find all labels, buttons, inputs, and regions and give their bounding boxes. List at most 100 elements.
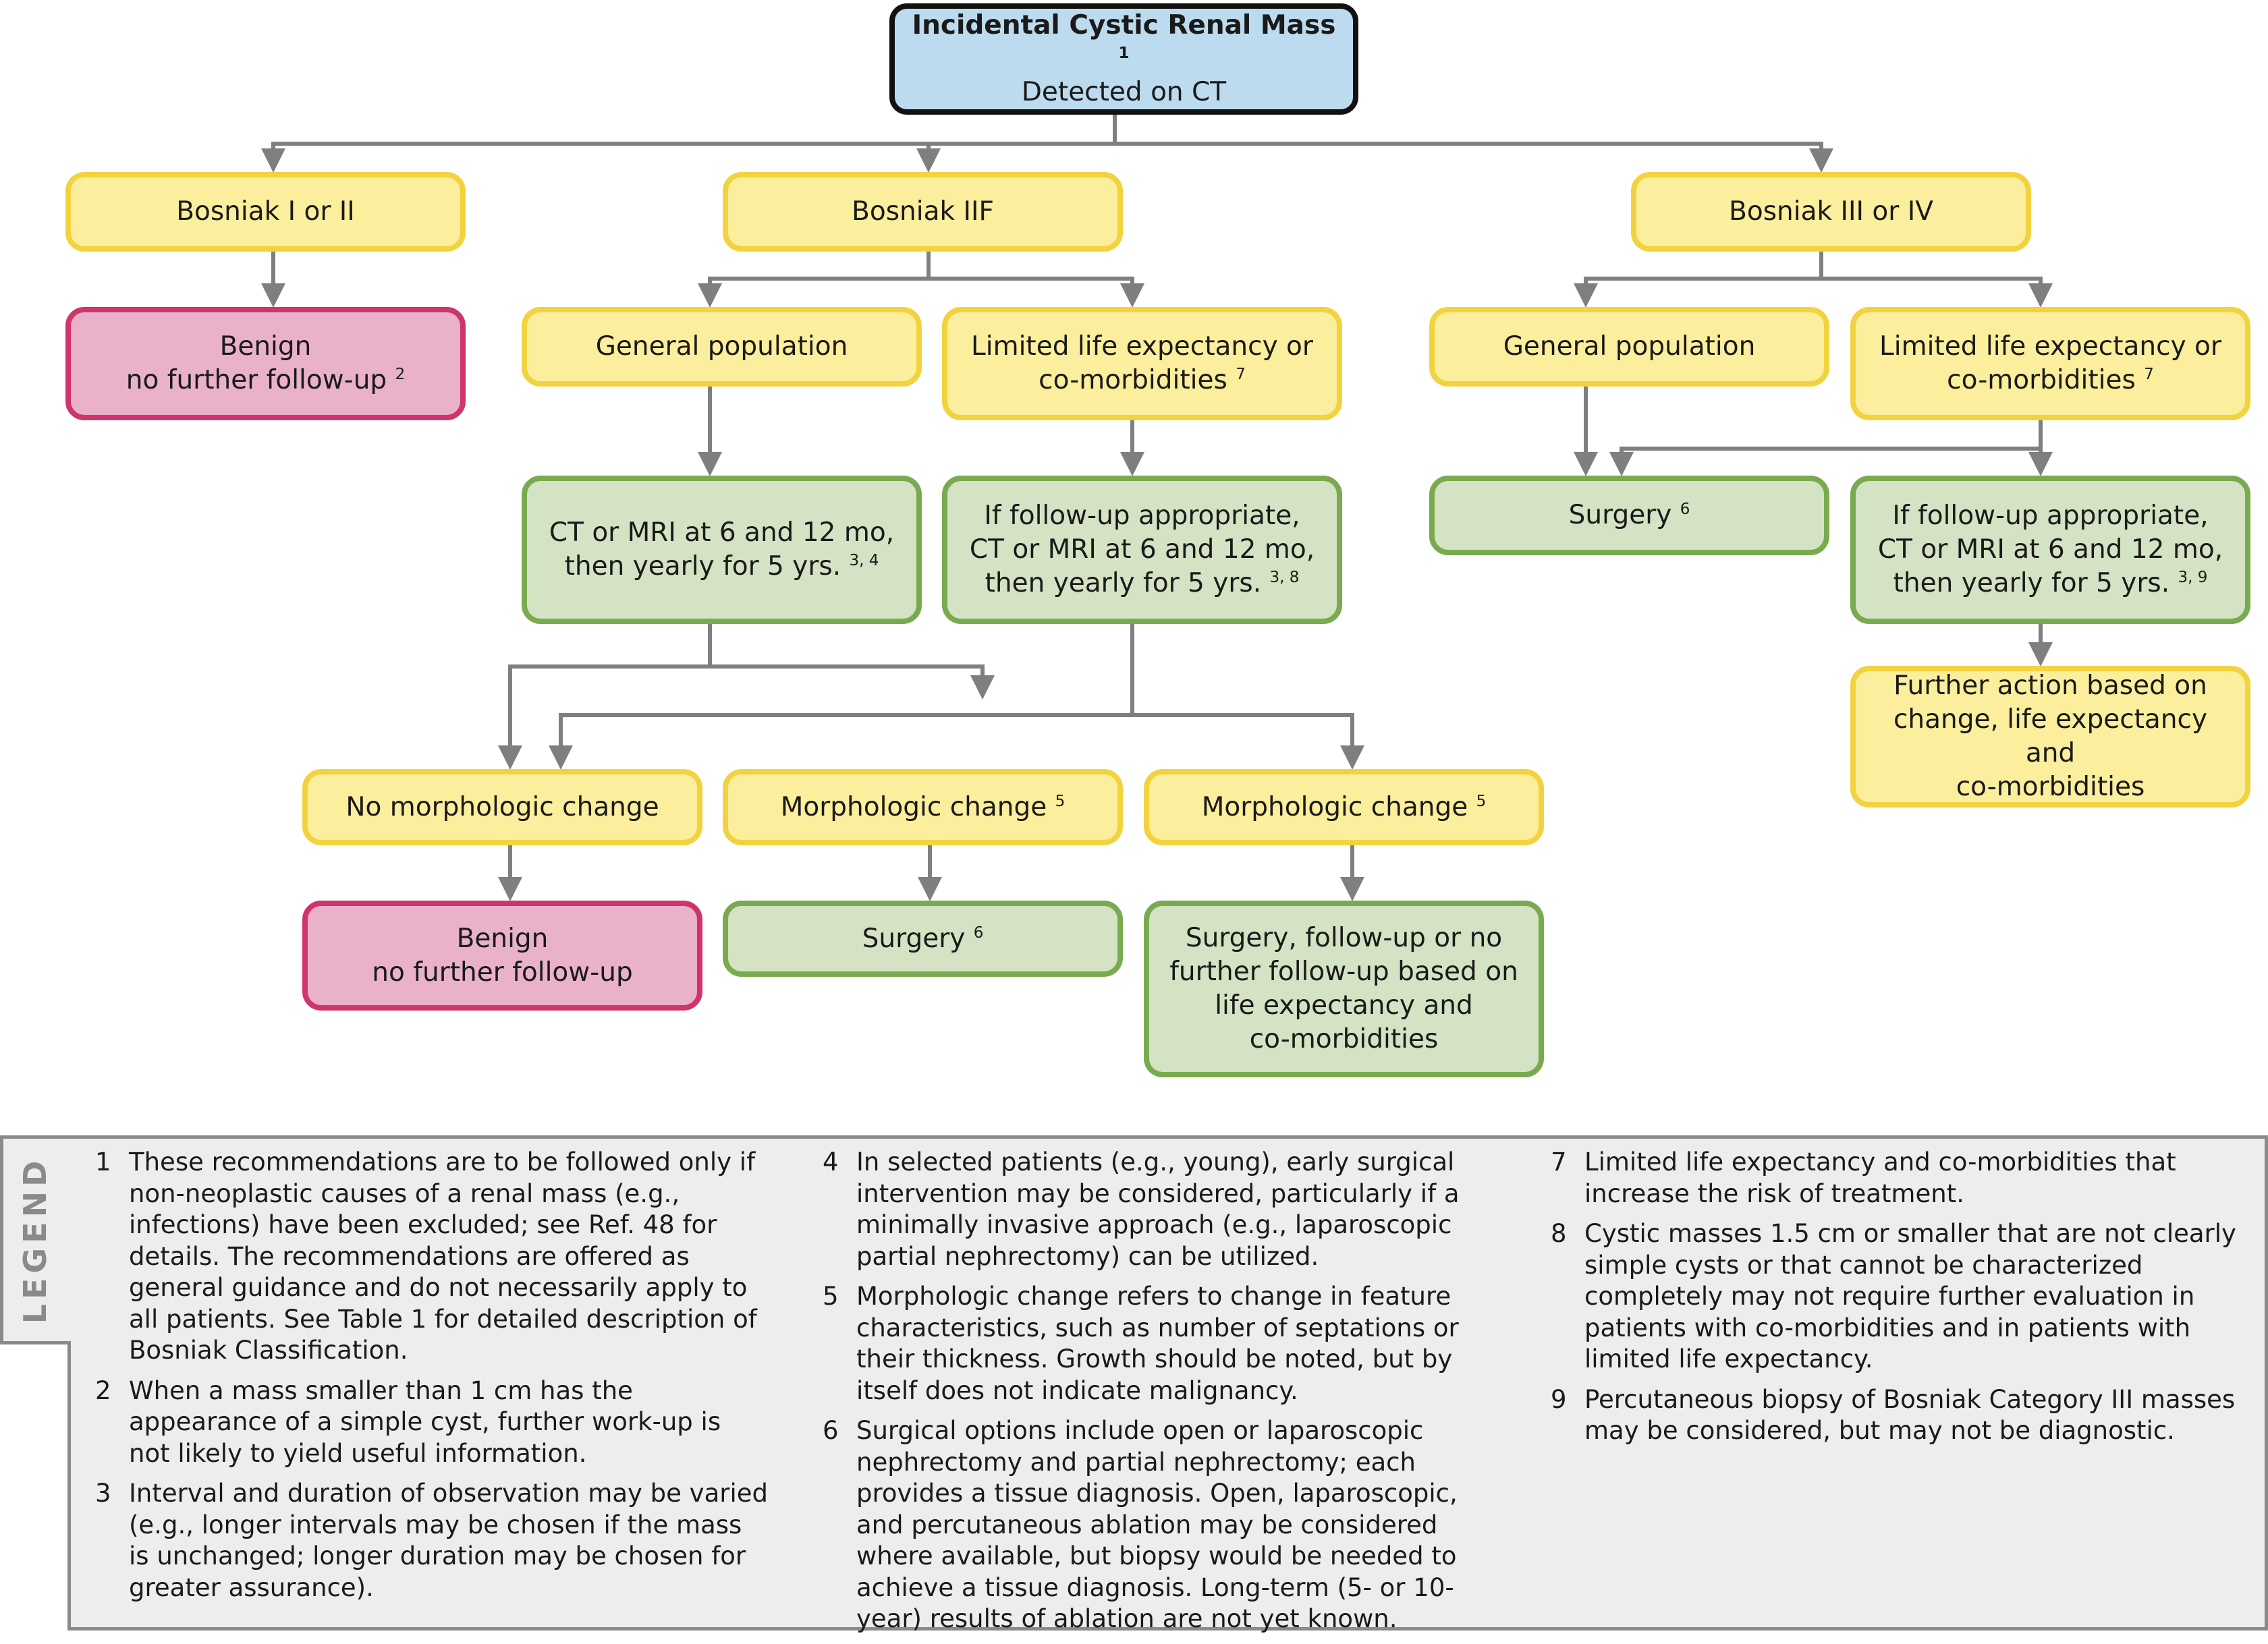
morph-change-node-1: Morphologic change 5: [723, 769, 1123, 845]
bosniak-3-4-label: Bosniak III or IV: [1729, 196, 1933, 227]
surgery-followup-line3: life expectancy and: [1215, 990, 1473, 1021]
root-title: Incidental Cystic Renal Mass: [912, 9, 1336, 40]
benign-2-line1: Benign: [456, 923, 549, 954]
benign-node-2: Benign no further follow-up: [302, 901, 702, 1011]
note-number: 4: [823, 1147, 839, 1177]
b2f-limited-line2: co-morbidities: [1039, 365, 1227, 395]
morph-change-node-2: Morphologic change 5: [1144, 769, 1544, 845]
surgery-2-footnote: 6: [1680, 501, 1690, 519]
b2f-ct-general-line1: CT or MRI at 6 and 12 mo,: [549, 517, 895, 548]
further-action-node: Further action based on change, life exp…: [1850, 666, 2250, 807]
b2f-ct-limited-footnote: 3, 8: [1269, 568, 1300, 586]
arrow-root-to-bosniak-3-4: [1115, 142, 1833, 173]
legend-note-8: 8 Cystic masses 1.5 cm or smaller that ar…: [1548, 1218, 2250, 1376]
b2f-general-node: General population: [522, 307, 922, 387]
b2f-general-label: General population: [595, 331, 848, 362]
note-number: 9: [1551, 1384, 1567, 1414]
legend-note-4: 4 In selected patients (e.g., young), ear…: [820, 1147, 1497, 1272]
b34-general-label: General population: [1503, 331, 1756, 362]
arrow-ct-general-to-morph-change: [710, 664, 995, 700]
b34-limited-line2: co-morbidities: [1947, 365, 2136, 395]
benign-node-1: Benign no further follow-up 2: [65, 307, 466, 420]
benign-1-line1: Benign: [219, 331, 312, 362]
surgery-node-1: Surgery 6: [723, 901, 1123, 977]
benign-1-line2: no further follow-up: [126, 365, 387, 395]
note-number: 7: [1551, 1147, 1567, 1177]
note-number: 6: [823, 1416, 839, 1445]
b34-ct-limited-node: If follow-up appropriate, CT or MRI at 6…: [1850, 476, 2250, 624]
b34-general-node: General population: [1429, 307, 1829, 387]
bosniak-2f-node: Bosniak IIF: [723, 172, 1123, 252]
bosniak-1-2-label: Bosniak I or II: [176, 196, 355, 227]
b2f-ct-limited-line1: If follow-up appropriate,: [984, 501, 1300, 532]
surgery-followup-line1: Surgery, follow-up or no: [1185, 923, 1503, 954]
b34-limited-node: Limited life expectancy or co-morbiditie…: [1850, 307, 2250, 420]
arrow-ct-general-to-no-change: [498, 621, 712, 770]
note-text: Interval and duration of observation may…: [129, 1479, 768, 1602]
morph-change-2-footnote: 5: [1476, 792, 1487, 810]
b2f-ct-general-footnote: 3, 4: [849, 552, 879, 569]
arrow-bosniak-3-4-to-limited: [1821, 277, 2053, 308]
arrow-bosniak-3-4-to-general: [1574, 248, 1823, 308]
surgery-1-label: Surgery: [862, 923, 966, 954]
surgery-node-2: Surgery 6: [1429, 476, 1829, 555]
note-number: 5: [823, 1282, 839, 1311]
note-text: In selected patients (e.g., young), earl…: [856, 1147, 1460, 1271]
bosniak-2f-label: Bosniak IIF: [852, 196, 994, 227]
note-text: Surgical options include open or laparos…: [856, 1416, 1458, 1633]
further-action-line3: co-morbidities: [1956, 771, 2145, 802]
b34-ct-limited-footnote: 3, 9: [2178, 568, 2208, 586]
root-node: Incidental Cystic Renal Mass 1 Detected …: [889, 3, 1358, 115]
b34-ct-limited-line3: then yearly for 5 yrs.: [1893, 567, 2170, 598]
legend-column-3: 7 Limited life expectancy and co-morbidit…: [1548, 1147, 2250, 1456]
no-morph-change-label: No morphologic change: [345, 791, 659, 822]
note-number: 1: [95, 1147, 111, 1177]
root-title-footnote: 1: [1118, 44, 1130, 62]
note-text: Morphologic change refers to change in f…: [856, 1282, 1459, 1405]
legend-column-2: 4 In selected patients (e.g., young), ear…: [820, 1147, 1497, 1644]
b2f-ct-limited-line3: then yearly for 5 yrs.: [985, 567, 1262, 598]
b34-limited-footnote: 7: [2144, 366, 2154, 383]
b34-ct-limited-line2: CT or MRI at 6 and 12 mo,: [1877, 534, 2223, 565]
b34-ct-limited-line1: If follow-up appropriate,: [1892, 501, 2209, 532]
note-number: 8: [1551, 1219, 1567, 1248]
bosniak-3-4-node: Bosniak III or IV: [1631, 172, 2031, 252]
legend-note-5: 5 Morphologic change refers to change in …: [820, 1281, 1497, 1407]
b2f-ct-general-line2: then yearly for 5 yrs.: [564, 551, 841, 582]
note-text: Cystic masses 1.5 cm or smaller that are…: [1584, 1219, 2236, 1373]
surgery-followup-line4: co-morbidities: [1249, 1023, 1439, 1054]
benign-1-footnote: 2: [395, 366, 406, 383]
legend-label: LEGEND: [17, 1156, 53, 1324]
note-text: When a mass smaller than 1 cm has the ap…: [129, 1376, 721, 1468]
b2f-limited-footnote: 7: [1236, 366, 1246, 383]
surgery-1-footnote: 6: [973, 924, 984, 942]
b2f-ct-limited-node: If follow-up appropriate, CT or MRI at 6…: [942, 476, 1342, 624]
legend-panel: [67, 1135, 2268, 1631]
legend-tab: [0, 1135, 71, 1344]
further-action-line2: change, life expectancy and: [1893, 704, 2208, 768]
b2f-limited-line1: Limited life expectancy or: [971, 331, 1313, 362]
arrow-ct-limited-to-no-change: [549, 621, 1134, 770]
root-subtitle: Detected on CT: [1021, 77, 1227, 108]
no-morph-change-node: No morphologic change: [302, 769, 702, 845]
note-text: These recommendations are to be followed…: [129, 1147, 757, 1365]
surgery-2-label: Surgery: [1568, 500, 1672, 531]
arrow-ct-limited-to-morph-change-2: [1132, 713, 1364, 770]
b2f-ct-limited-line2: CT or MRI at 6 and 12 mo,: [969, 534, 1315, 565]
morph-change-1-footnote: 5: [1055, 792, 1066, 810]
note-text: Percutaneous biopsy of Bosniak Category …: [1584, 1384, 2236, 1446]
legend-note-9: 9 Percutaneous biopsy of Bosniak Category…: [1548, 1384, 2250, 1447]
note-text: Limited life expectancy and co-morbiditi…: [1584, 1147, 2176, 1208]
legend-note-6: 6 Surgical options include open or laparo…: [820, 1415, 1497, 1635]
legend-note-7: 7 Limited life expectancy and co-morbidit…: [1548, 1147, 2250, 1210]
arrow-bosniak-2f-to-general: [698, 248, 931, 308]
connector-lines: [261, 111, 2053, 901]
surgery-followup-node: Surgery, follow-up or no further follow-…: [1144, 901, 1544, 1077]
arrow-b34-limited-to-surgery: [1609, 417, 2043, 476]
morph-change-1-label: Morphologic change: [780, 791, 1047, 822]
benign-2-line2: no further follow-up: [372, 957, 633, 988]
bosniak-1-2-node: Bosniak I or II: [65, 172, 466, 252]
legend-note-1: 1 These recommendations are to be followe…: [92, 1147, 769, 1367]
